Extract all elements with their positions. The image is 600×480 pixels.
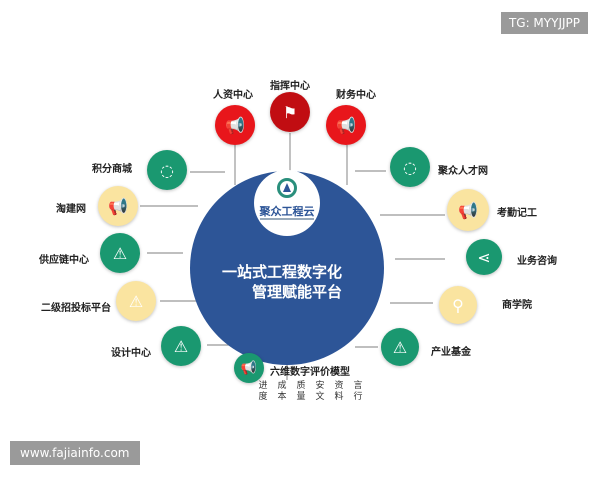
logo: 聚众工程云: [254, 170, 320, 236]
dimension: 资料: [334, 381, 344, 402]
node-label-zhaotoubiao: 二级招投标平台: [41, 303, 111, 314]
warning-icon[interactable]: ⚠: [161, 326, 201, 366]
warning-icon[interactable]: ⚠: [116, 281, 156, 321]
warning-icon[interactable]: ⚠: [100, 233, 140, 273]
title-line-2: 管理赋能平台: [252, 283, 343, 301]
megaphone-icon[interactable]: 📢: [98, 186, 138, 226]
node-label-renzi: 人资中心: [213, 90, 253, 101]
logo-mark-icon: [277, 178, 297, 198]
node-label-jifen: 积分商城: [92, 164, 132, 175]
megaphone-icon[interactable]: 📢: [234, 353, 264, 383]
node-label-zixun: 业务咨询: [517, 256, 557, 267]
node-label-liuwei: 六维数字评价模型: [270, 367, 350, 378]
dimension: 成本: [277, 381, 287, 402]
node-label-zhihui: 指挥中心: [270, 81, 310, 92]
flag-icon[interactable]: ⚑: [270, 92, 310, 132]
megaphone-icon[interactable]: 📢: [215, 105, 255, 145]
dimension: 言行: [353, 381, 363, 402]
watermark-bottom: www.fajiainfo.com: [10, 441, 140, 465]
dimension: 质量: [296, 381, 306, 402]
megaphone-icon[interactable]: 📢: [326, 105, 366, 145]
dimension: 安文: [315, 381, 325, 402]
evaluation-dimensions: 进度 成本 质量 安文 资料 言行: [258, 381, 363, 403]
node-label-kaoqin: 考勤记工: [497, 208, 537, 219]
node-label-jijin: 产业基金: [431, 347, 471, 358]
logo-name: 聚众工程云: [259, 205, 315, 218]
dimension: 进度: [258, 381, 268, 402]
node-label-caiwu: 财务中心: [336, 90, 376, 101]
power-ring-icon[interactable]: ◌: [390, 147, 430, 187]
watermark-top: TG: MYYJJPP: [500, 12, 588, 34]
node-label-sheji: 设计中心: [111, 348, 151, 359]
title-line-1: 一站式工程数字化: [222, 263, 343, 281]
megaphone-icon[interactable]: 📢: [447, 189, 489, 231]
node-label-taojian: 淘建网: [56, 204, 86, 215]
node-label-gongying: 供应链中心: [39, 255, 89, 266]
signpost-icon[interactable]: ⚲: [439, 286, 477, 324]
logo-subtitle-line: [260, 218, 314, 220]
warning-icon[interactable]: ⚠: [381, 328, 419, 366]
node-label-rencai: 聚众人才网: [438, 166, 488, 177]
power-ring-icon[interactable]: ◌: [147, 150, 187, 190]
platform-title: 一站式工程数字化 管理赋能平台: [222, 262, 342, 302]
share-icon[interactable]: ⋖: [466, 239, 502, 275]
node-label-shangxue: 商学院: [502, 300, 532, 311]
